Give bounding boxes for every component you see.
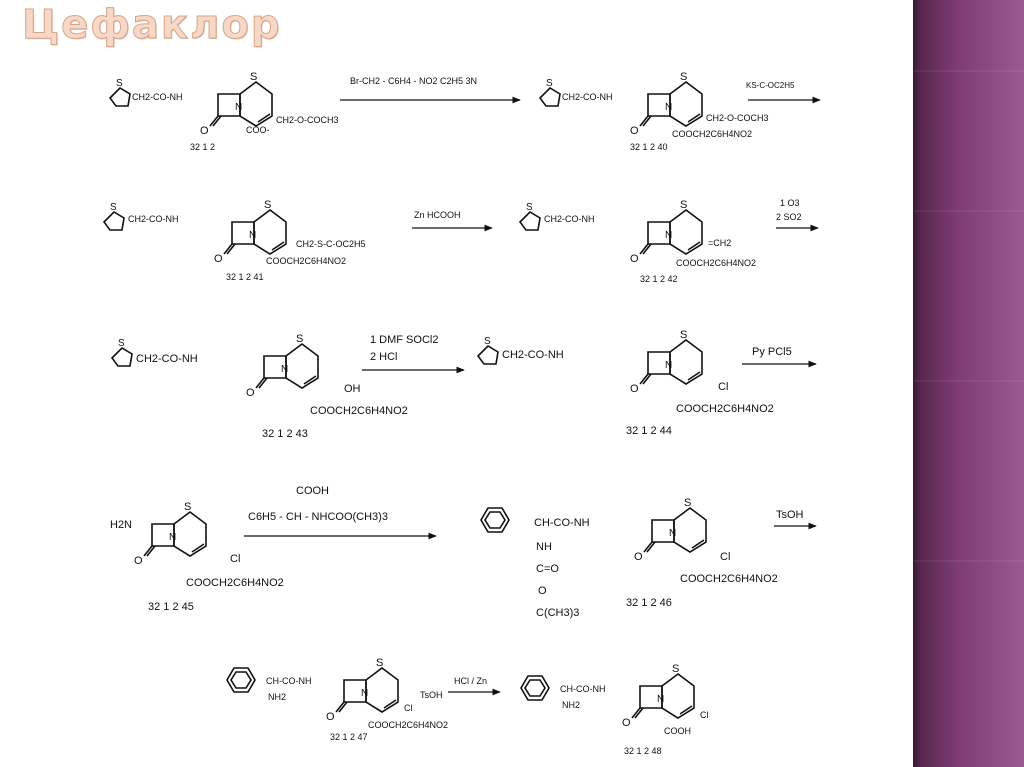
- formula-text: CH2-CO-NH: [132, 92, 183, 102]
- formula-text: CH2-CO-NH: [544, 214, 595, 224]
- reagent-text: 1 DMF SOCl2: [370, 334, 438, 346]
- compound-id: 32 1 2 48: [624, 746, 662, 756]
- formula-text: COOCH2C6H4NO2: [310, 405, 408, 417]
- compound-id: 32 1 2 44: [626, 425, 672, 437]
- formula-text: Cl: [230, 553, 240, 565]
- formula-text: OH: [344, 383, 361, 395]
- decorative-side-band: [913, 0, 1024, 767]
- reagent-text: KS-C-OC2H5: [746, 81, 795, 90]
- reagent-text: Py PCl5: [752, 346, 792, 358]
- formula-text: Cl: [720, 551, 730, 563]
- formula-text: CH2-CO-NH: [136, 353, 198, 365]
- compound-32-1-2-47: CH-CO-NH NH2 COOCH2C6H4NO2 Cl TsOH 32 1 …: [226, 656, 448, 742]
- formula-text: CH2-CO-NH: [502, 349, 564, 361]
- compound-32-1-2: CH2-CO-NH COO- CH2-O-COCH3 32 1 2: [109, 70, 339, 152]
- formula-text: C(CH3)3: [536, 607, 579, 619]
- formula-text: NH2: [562, 700, 580, 710]
- compound-32-1-2-40: CH2-CO-NH COOCH2C6H4NO2 CH2-O-COCH3 32 1…: [539, 70, 769, 152]
- formula-text: NH: [536, 541, 552, 553]
- formula-text: CH2-CO-NH: [128, 214, 179, 224]
- compound-32-1-2-43: CH2-CO-NH COOCH2C6H4NO2 OH 32 1 2 43: [111, 332, 408, 440]
- formula-text: NH2: [268, 692, 286, 702]
- formula-text: CH2-CO-NH: [562, 92, 613, 102]
- formula-text: CH2-O-COCH3: [706, 113, 769, 123]
- formula-text: O: [538, 585, 547, 597]
- reagent-text: 2 SO2: [776, 212, 802, 222]
- compound-id: 32 1 2 40: [630, 142, 668, 152]
- formula-text: =CH2: [708, 238, 731, 248]
- slide-title: Цефаклор: [21, 2, 282, 49]
- reaction-scheme: S O S N CH2-CO-NH COO- CH2-O-COCH3 32 1 …: [103, 70, 821, 756]
- reagent-text: HCl / Zn: [454, 676, 487, 686]
- formula-text: Cl: [718, 381, 728, 393]
- compound-id: 32 1 2 41: [226, 272, 264, 282]
- formula-text: COOCH2C6H4NO2: [672, 129, 752, 139]
- compound-id: 32 1 2 46: [626, 597, 672, 609]
- formula-text: COOH: [664, 726, 691, 736]
- compound-id: 32 1 2 45: [148, 601, 194, 613]
- reagent-text: COOH: [296, 485, 329, 497]
- compound-32-1-2-48: CH-CO-NH NH2 COOH Cl 32 1 2 48: [520, 662, 709, 756]
- formula-text: CH2-S-C-OC2H5: [296, 239, 366, 249]
- formula-text: CH2-O-COCH3: [276, 115, 339, 125]
- compound-32-1-2-41: CH2-CO-NH COOCH2C6H4NO2 CH2-S-C-OC2H5 32…: [103, 198, 366, 282]
- reagent-text: Br-CH2 - C6H4 - NO2 C2H5 3N: [350, 76, 477, 86]
- formula-text: COOCH2C6H4NO2: [368, 720, 448, 730]
- compound-32-1-2-44: CH2-CO-NH COOCH2C6H4NO2 Cl 32 1 2 44: [477, 328, 774, 437]
- formula-text: Cl: [404, 703, 413, 713]
- compound-id: 32 1 2 42: [640, 274, 678, 284]
- compound-id: 32 1 2 47: [330, 732, 368, 742]
- formula-text: C=O: [536, 563, 559, 575]
- compound-id: 32 1 2: [190, 142, 215, 152]
- formula-text: TsOH: [420, 690, 443, 700]
- compound-id: 32 1 2 43: [262, 428, 308, 440]
- reagent-text: C6H5 - CH - NHCOO(CH3)3: [248, 511, 388, 523]
- formula-text: COOCH2C6H4NO2: [266, 256, 346, 266]
- reagent-text: 2 HCl: [370, 351, 398, 363]
- compound-32-1-2-45: H2N COOCH2C6H4NO2 Cl 32 1 2 45: [110, 500, 284, 613]
- formula-text: CH-CO-NH: [266, 676, 312, 686]
- reagent-text: 1 O3: [780, 198, 800, 208]
- formula-text: Cl: [700, 710, 709, 720]
- formula-text: CH-CO-NH: [560, 684, 606, 694]
- formula-text: COOCH2C6H4NO2: [186, 577, 284, 589]
- formula-text: COOCH2C6H4NO2: [680, 573, 778, 585]
- compound-32-1-2-46: CH-CO-NH NH C=O O C(CH3)3 COOCH2C6H4NO2 …: [480, 496, 778, 619]
- formula-text: COOCH2C6H4NO2: [676, 403, 774, 415]
- formula-text: COO-: [246, 125, 270, 135]
- formula-text: COOCH2C6H4NO2: [676, 258, 756, 268]
- formula-text: CH-CO-NH: [534, 517, 590, 529]
- compound-32-1-2-42: CH2-CO-NH COOCH2C6H4NO2 =CH2 32 1 2 42: [519, 198, 756, 284]
- formula-text: H2N: [110, 519, 132, 531]
- reagent-text: TsOH: [776, 509, 804, 521]
- reagent-text: Zn HCOOH: [414, 210, 461, 220]
